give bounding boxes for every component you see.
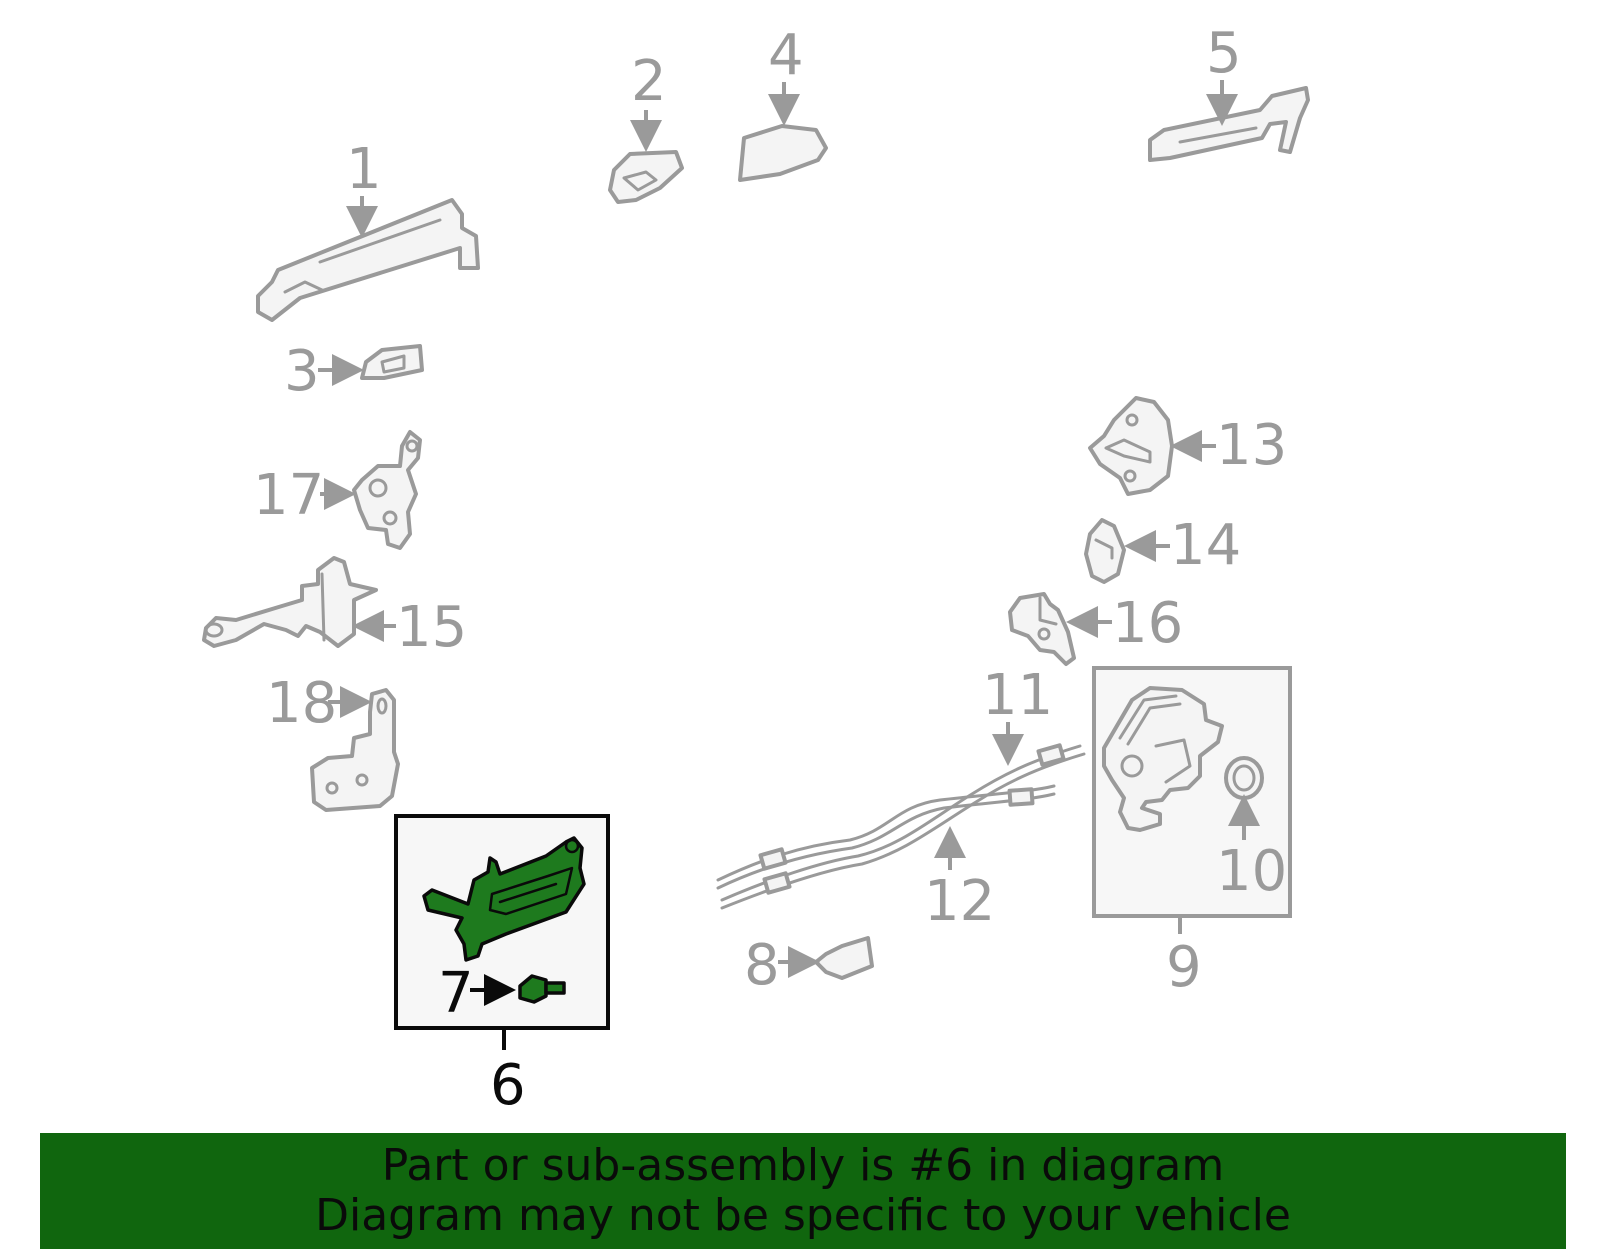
part-3-pad[interactable] [360, 344, 424, 380]
callout-4: 4 [768, 23, 804, 88]
part-13-striker[interactable] [1088, 396, 1174, 496]
callout-6: 6 [490, 1053, 526, 1118]
callout-17: 17 [253, 463, 324, 528]
part-18-lower-hinge[interactable] [310, 688, 400, 812]
callout-5: 5 [1206, 21, 1242, 86]
callout-15: 15 [396, 595, 467, 660]
callout-13: 13 [1216, 413, 1287, 478]
part-4-handle-cover[interactable] [738, 124, 828, 182]
part-15-door-check[interactable] [202, 556, 378, 648]
part-6-inside-handle[interactable] [422, 836, 586, 962]
callout-16: 16 [1112, 591, 1183, 656]
callout-14: 14 [1170, 513, 1241, 578]
callout-2: 2 [631, 49, 667, 114]
part-8-pad[interactable] [814, 936, 874, 980]
part-7-bolt[interactable] [518, 974, 566, 1004]
part-11-12-cables[interactable] [716, 743, 1086, 910]
callout-9: 9 [1166, 935, 1202, 1000]
info-banner: Part or sub-assembly is #6 in diagram Di… [40, 1133, 1566, 1249]
part-2-cylinder-cap[interactable] [608, 150, 684, 204]
part-10-grommet[interactable] [1224, 756, 1264, 800]
callout-1: 1 [346, 137, 382, 202]
part-5-handle-reinforcement[interactable] [1148, 86, 1310, 162]
callout-7: 7 [438, 961, 474, 1026]
callout-10: 10 [1216, 839, 1287, 904]
banner-line-1: Part or sub-assembly is #6 in diagram [381, 1140, 1225, 1191]
banner-line-2: Diagram may not be specific to your vehi… [315, 1190, 1291, 1241]
part-9-door-lock[interactable] [1102, 686, 1224, 832]
callout-12: 12 [924, 869, 995, 934]
callout-18: 18 [266, 671, 337, 736]
callout-11: 11 [982, 663, 1053, 728]
part-17-hinge[interactable] [352, 430, 422, 550]
part-1-outside-handle-frame[interactable] [256, 198, 480, 322]
part-14-cap[interactable] [1084, 518, 1126, 584]
callout-8: 8 [744, 933, 780, 998]
part-16-bracket[interactable] [1008, 592, 1076, 666]
callout-3: 3 [284, 339, 320, 404]
